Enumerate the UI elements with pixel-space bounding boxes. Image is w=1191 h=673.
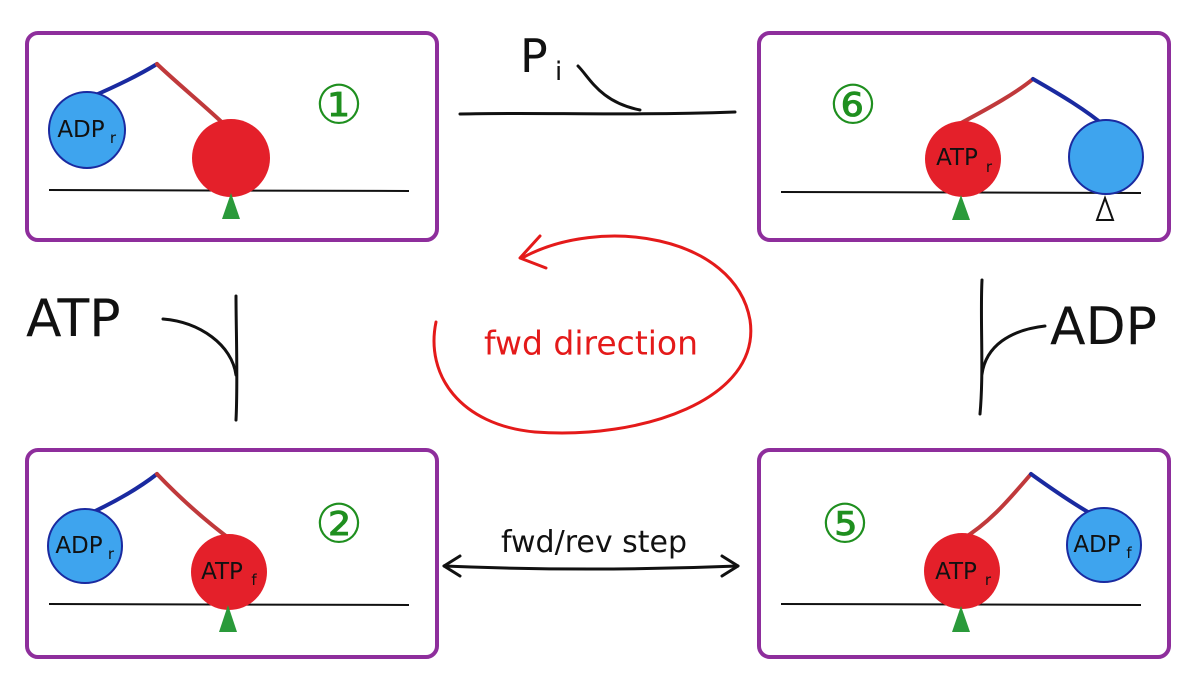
pi-release-connector: P i [458,29,737,116]
fwd-direction-label: fwd direction [484,324,698,363]
state-panel-1: ADP r ① [25,31,439,242]
head-sub-right-5: f [1126,544,1132,562]
blue-neck-1 [89,62,159,99]
green-foot-6 [952,195,970,220]
step-number-2: ② [315,493,363,556]
empty-site-6 [1095,195,1115,221]
green-foot-1 [222,193,240,219]
head-sub-left-6: r [986,158,993,176]
atp-head-right-2 [191,534,267,610]
adp-release-connector: ADP [978,278,1157,416]
state-panel-6: ATP r ⑥ [757,31,1171,242]
atp-binding-label: ATP [26,289,121,349]
motor-drawing-6: ATP r ⑥ [780,74,1144,221]
head-sub-right-2: f [251,571,257,589]
head-label-right-2: ATP [201,559,243,585]
head-sub-left-2: r [108,545,115,563]
adp-head-left-2 [47,508,123,584]
fwd-direction-arrow: fwd direction [432,234,753,435]
motor-drawing-1: ADP r ① [48,62,410,219]
red-neck-1 [155,62,229,129]
atp-binding-connector: ATP [26,289,239,422]
step-number-6: ⑥ [829,74,877,137]
fwd-rev-step-label: fwd/rev step [501,525,687,560]
step-number-5: ⑤ [821,493,869,556]
adp-head-right-6 [1068,119,1144,195]
head-label-right-5: ADP [1073,532,1120,558]
atp-head-left-5 [924,533,1000,609]
head-label-left-2: ADP [55,533,102,559]
adp-head-left-1 [48,91,126,169]
state-panel-2: ADP r ATP f ② [25,448,439,659]
head-label-left-1: ADP [57,117,104,143]
blue-neck-2 [87,472,159,516]
head-label-left-6: ATP [936,145,978,171]
motor-drawing-5: ATP r ADP f ⑤ [780,472,1142,632]
fwd-rev-step-arrow: fwd/rev step [442,525,740,578]
adp-head-right-5 [1066,507,1142,583]
head-label-left-5: ATP [935,559,977,585]
green-foot-5 [952,606,970,632]
atp-head-left-6 [925,121,1001,197]
adp-release-label: ADP [1050,297,1157,357]
state-panel-5: ATP r ADP f ⑤ [757,448,1171,659]
blue-neck-6 [1031,77,1108,129]
head-sub-left-1: r [110,129,117,147]
green-foot-2 [219,605,237,632]
step-number-1: ① [315,74,363,137]
red-neck-6 [959,77,1035,125]
pi-subscript: i [555,57,562,87]
head-sub-left-5: r [985,571,992,589]
pi-label: P [520,29,548,83]
atp-head-right-1 [192,119,270,197]
motor-drawing-2: ADP r ATP f ② [47,472,410,632]
red-neck-5 [959,472,1033,542]
red-neck-2 [155,472,236,544]
